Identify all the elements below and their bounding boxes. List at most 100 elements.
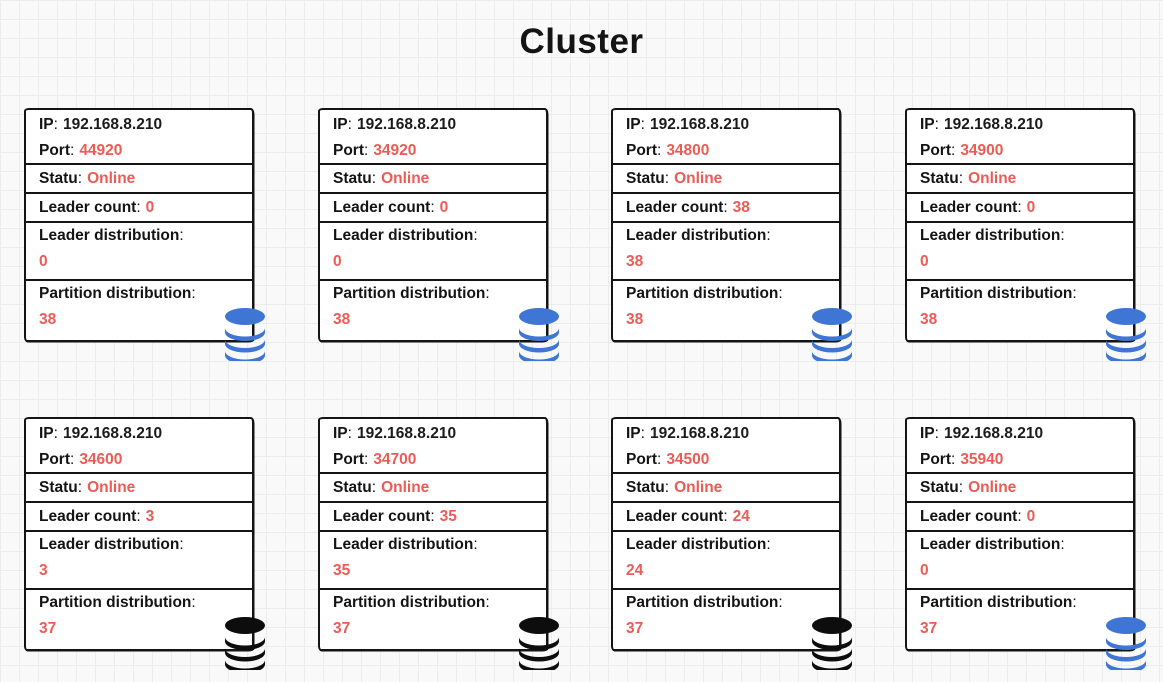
card-section-partition-distribution: Partition distribution: 38 (613, 281, 839, 340)
port-row: Port:34600 (26, 447, 252, 472)
leader-distribution-value: 0 (333, 253, 342, 270)
port-label: Port (920, 451, 951, 468)
port-label: Port (626, 142, 657, 159)
port-value: 34800 (666, 142, 710, 159)
colon: : (430, 508, 435, 525)
card-section-leader-count: Leader count:0 (26, 194, 252, 223)
ip-value: 192.168.8.210 (356, 425, 457, 442)
status-row: Statu:Online (26, 474, 252, 501)
card-section-partition-distribution: Partition distribution: 38 (26, 281, 252, 340)
leader-count-label: Leader count (333, 199, 431, 216)
node-card: IP:192.168.8.210 Port:34500 Statu:Online… (611, 417, 852, 673)
database-cylinder-icon (1104, 307, 1148, 364)
leader-count-value: 0 (1026, 199, 1036, 216)
colon: : (657, 142, 662, 159)
leader-count-row: Leader count:0 (320, 194, 546, 221)
ip-row: IP:192.168.8.210 (613, 112, 839, 138)
card-section-network: IP:192.168.8.210 Port:34900 (907, 110, 1133, 165)
database-cylinder-icon (810, 307, 854, 364)
database-cylinder-icon (517, 616, 561, 673)
ip-label: IP (39, 116, 54, 133)
leader-count-row: Leader count:0 (907, 194, 1133, 221)
colon: : (364, 451, 369, 468)
port-row: Port:34700 (320, 447, 546, 472)
card-section-network: IP:192.168.8.210 Port:35940 (907, 419, 1133, 474)
status-row: Statu:Online (907, 474, 1133, 501)
colon: : (1017, 199, 1022, 216)
colon: : (934, 116, 939, 133)
ip-row: IP:192.168.8.210 (320, 421, 546, 447)
colon: : (191, 594, 196, 611)
status-row: Statu:Online (320, 165, 546, 192)
status-label: Statu (626, 170, 665, 187)
ip-row: IP:192.168.8.210 (26, 112, 252, 138)
partition-distribution-label: Partition distribution (333, 594, 486, 611)
leader-distribution-label: Leader distribution (920, 536, 1061, 553)
partition-distribution-label: Partition distribution (626, 594, 779, 611)
colon: : (958, 170, 964, 187)
database-cylinder-icon (517, 307, 561, 364)
leader-distribution-value-row: 0 (26, 249, 252, 275)
colon: : (70, 451, 75, 468)
port-row: Port:34920 (320, 138, 546, 163)
port-row: Port:44920 (26, 138, 252, 163)
colon: : (179, 227, 184, 244)
leader-count-row: Leader count:35 (320, 503, 546, 530)
partition-distribution-value-row: 38 (613, 307, 839, 333)
leader-distribution-label-row: Leader distribution: (907, 223, 1133, 249)
colon: : (347, 425, 352, 442)
colon: : (70, 142, 75, 159)
card-section-leader-distribution: Leader distribution: 0 (320, 223, 546, 281)
status-value: Online (674, 170, 723, 187)
leader-distribution-value: 35 (333, 562, 351, 579)
partition-distribution-value: 38 (920, 311, 938, 328)
leader-distribution-value-row: 3 (26, 558, 252, 584)
leader-distribution-value-row: 0 (907, 249, 1133, 275)
leader-distribution-value: 24 (626, 562, 644, 579)
ip-value: 192.168.8.210 (943, 116, 1044, 133)
status-label: Statu (39, 479, 78, 496)
status-label: Statu (39, 170, 78, 187)
colon: : (1060, 227, 1065, 244)
leader-distribution-value-row: 0 (907, 558, 1133, 584)
leader-distribution-label-row: Leader distribution: (613, 223, 839, 249)
leader-distribution-label: Leader distribution (39, 227, 180, 244)
colon: : (77, 479, 83, 496)
partition-distribution-label: Partition distribution (333, 285, 486, 302)
status-row: Statu:Online (320, 474, 546, 501)
leader-count-value: 35 (439, 508, 457, 525)
partition-distribution-label: Partition distribution (920, 285, 1073, 302)
ip-label: IP (626, 116, 641, 133)
leader-count-value: 0 (145, 199, 155, 216)
port-row: Port:34500 (613, 447, 839, 472)
leader-count-label: Leader count (626, 508, 724, 525)
card-section-leader-distribution: Leader distribution: 35 (320, 532, 546, 590)
leader-count-value: 24 (732, 508, 750, 525)
card-section-status: Statu:Online (26, 474, 252, 503)
status-value: Online (968, 479, 1017, 496)
status-label: Statu (920, 170, 959, 187)
colon: : (136, 508, 141, 525)
port-row: Port:34800 (613, 138, 839, 163)
port-value: 34700 (373, 451, 417, 468)
card-section-network: IP:192.168.8.210 Port:34800 (613, 110, 839, 165)
partition-distribution-value-row: 37 (26, 616, 252, 642)
partition-distribution-label-row: Partition distribution: (907, 590, 1133, 616)
card-section-leader-distribution: Leader distribution: 3 (26, 532, 252, 590)
leader-distribution-label: Leader distribution (626, 227, 767, 244)
database-cylinder-icon (1104, 616, 1148, 673)
leader-distribution-label-row: Leader distribution: (320, 223, 546, 249)
colon: : (723, 199, 728, 216)
colon: : (766, 536, 771, 553)
partition-distribution-value: 38 (626, 311, 644, 328)
card-section-leader-count: Leader count:35 (320, 503, 546, 532)
partition-distribution-value-row: 37 (613, 616, 839, 642)
port-value: 34920 (373, 142, 417, 159)
card-section-network: IP:192.168.8.210 Port:34920 (320, 110, 546, 165)
colon: : (430, 199, 435, 216)
leader-distribution-value: 0 (39, 253, 48, 270)
leader-distribution-label-row: Leader distribution: (907, 532, 1133, 558)
partition-distribution-value: 37 (333, 620, 351, 637)
colon: : (364, 142, 369, 159)
ip-row: IP:192.168.8.210 (320, 112, 546, 138)
